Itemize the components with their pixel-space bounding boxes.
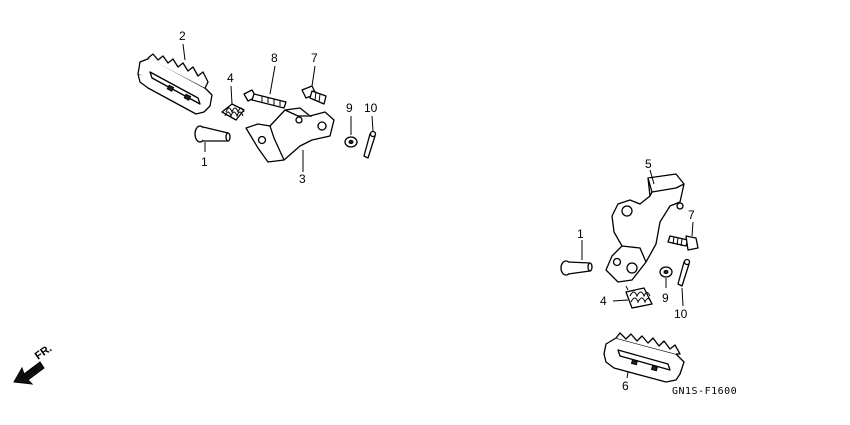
callout-left-8: 8 xyxy=(271,51,278,65)
drawing-code: GN1S-F1600 xyxy=(672,386,737,397)
left-cotter-pin-part-10 xyxy=(363,130,377,159)
callout-right-6: 6 xyxy=(622,379,629,393)
right-washer-part-9 xyxy=(659,266,673,278)
right-bolt-part-7 xyxy=(667,235,699,251)
callout-right-5: 5 xyxy=(645,157,652,171)
right-footpeg-part-6 xyxy=(603,332,685,383)
left-washer-part-9 xyxy=(344,136,358,148)
left-bolt-part-7 xyxy=(301,85,327,105)
callout-left-2: 2 xyxy=(179,29,186,43)
right-bracket-part-5 xyxy=(605,173,685,283)
front-direction-arrow-icon xyxy=(13,361,45,385)
right-cotter-pin-part-10 xyxy=(677,258,691,287)
callout-left-3: 3 xyxy=(299,172,306,186)
left-pin-part-1 xyxy=(194,125,231,143)
callout-right-10: 10 xyxy=(674,307,688,321)
left-spring-part-4 xyxy=(221,103,245,121)
left-bolt-part-8 xyxy=(243,89,287,109)
callout-right-4: 4 xyxy=(600,294,607,308)
callout-left-4: 4 xyxy=(227,71,234,85)
callout-left-1: 1 xyxy=(201,155,208,169)
left-footpeg-part-2 xyxy=(137,53,213,115)
callout-right-7: 7 xyxy=(688,208,695,222)
callout-right-9: 9 xyxy=(662,291,669,305)
right-spring-part-4 xyxy=(625,285,653,309)
left-bracket-part-3 xyxy=(245,107,335,163)
front-direction-label: FR. xyxy=(33,342,54,362)
callout-left-10: 10 xyxy=(364,101,378,115)
callout-left-7: 7 xyxy=(311,51,318,65)
right-pin-part-1 xyxy=(560,260,593,276)
callout-right-1: 1 xyxy=(577,227,584,241)
callout-left-9: 9 xyxy=(346,101,353,115)
